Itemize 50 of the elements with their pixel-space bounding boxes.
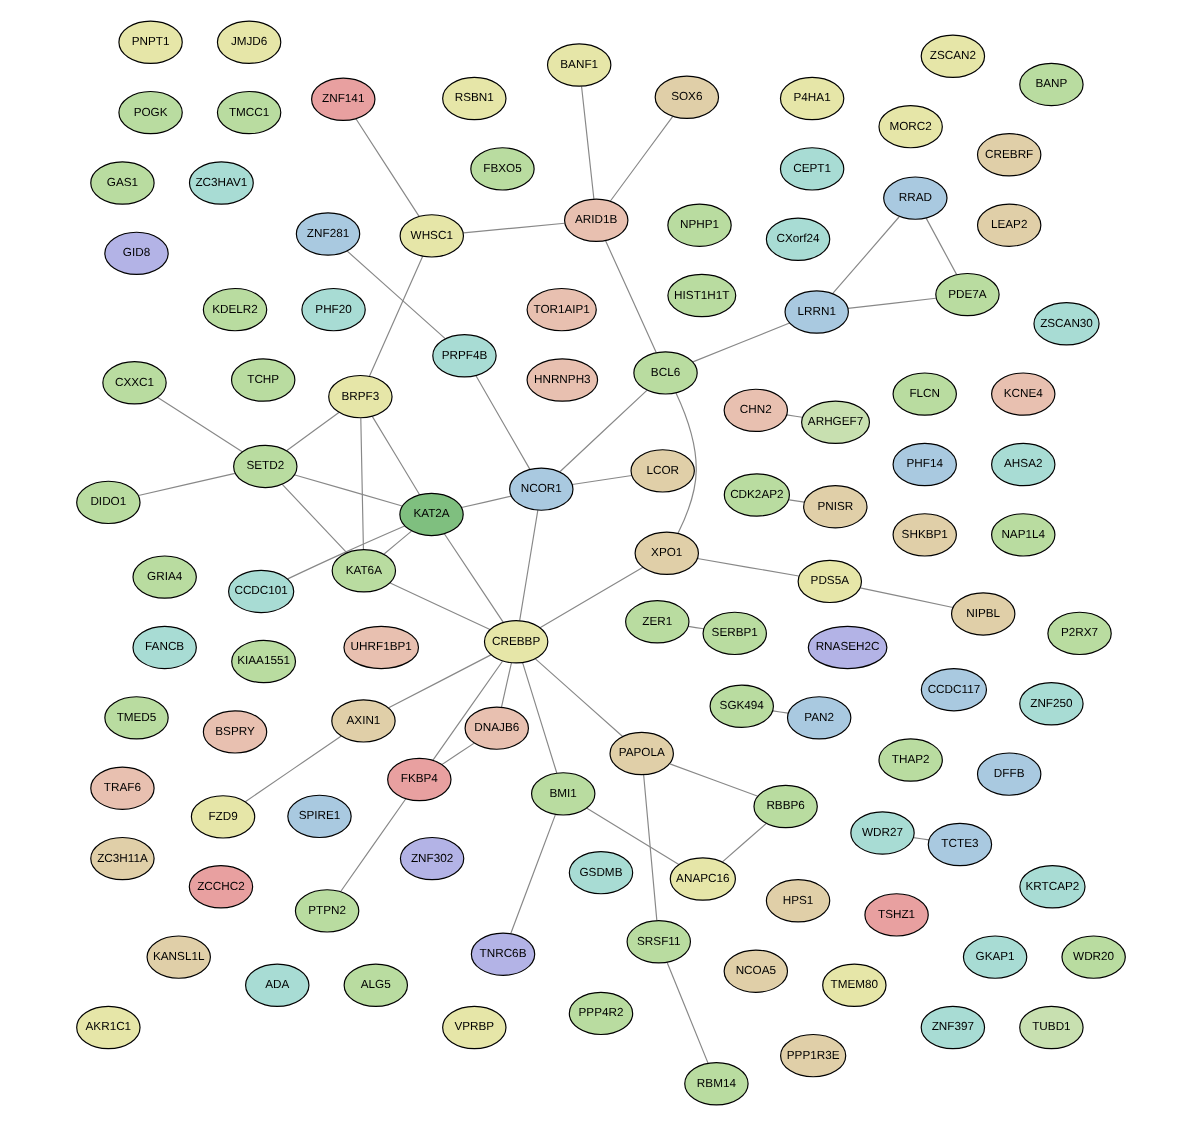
connector — [155, 396, 242, 453]
connector — [924, 217, 957, 276]
connector — [668, 763, 758, 797]
connector — [585, 807, 679, 865]
connector — [518, 509, 538, 622]
connector — [509, 813, 556, 935]
connector — [382, 530, 412, 555]
connector — [846, 297, 936, 309]
connector — [911, 837, 929, 841]
connector — [558, 389, 647, 473]
connector — [459, 495, 511, 509]
connector — [579, 85, 594, 200]
connector — [285, 411, 339, 452]
connector — [858, 587, 953, 609]
connector — [388, 582, 490, 631]
connector — [354, 118, 419, 217]
connector — [431, 660, 503, 761]
connector — [345, 250, 445, 340]
connector — [359, 417, 363, 550]
connector — [691, 322, 790, 363]
connector — [695, 557, 799, 577]
connector — [280, 483, 347, 554]
connector — [603, 240, 656, 354]
connector — [499, 662, 511, 708]
connector — [771, 710, 788, 714]
connector — [387, 654, 491, 709]
connector — [686, 625, 704, 630]
connector — [370, 415, 420, 496]
connector — [533, 658, 623, 738]
connector — [785, 414, 802, 418]
connector — [461, 222, 565, 234]
connector — [787, 499, 804, 503]
connector — [521, 662, 557, 774]
connector — [474, 375, 530, 470]
connector — [570, 474, 632, 486]
connector — [442, 533, 503, 624]
connector — [642, 774, 657, 921]
connector — [538, 566, 643, 629]
connector — [720, 822, 766, 863]
connector — [665, 961, 708, 1064]
connector — [608, 115, 673, 202]
connector — [243, 735, 341, 803]
connector — [293, 474, 402, 507]
connector — [286, 525, 405, 580]
connector — [136, 472, 235, 497]
connector — [367, 256, 423, 377]
connector — [830, 216, 899, 295]
connector — [674, 392, 696, 534]
connector — [339, 798, 406, 893]
connector — [440, 742, 474, 765]
